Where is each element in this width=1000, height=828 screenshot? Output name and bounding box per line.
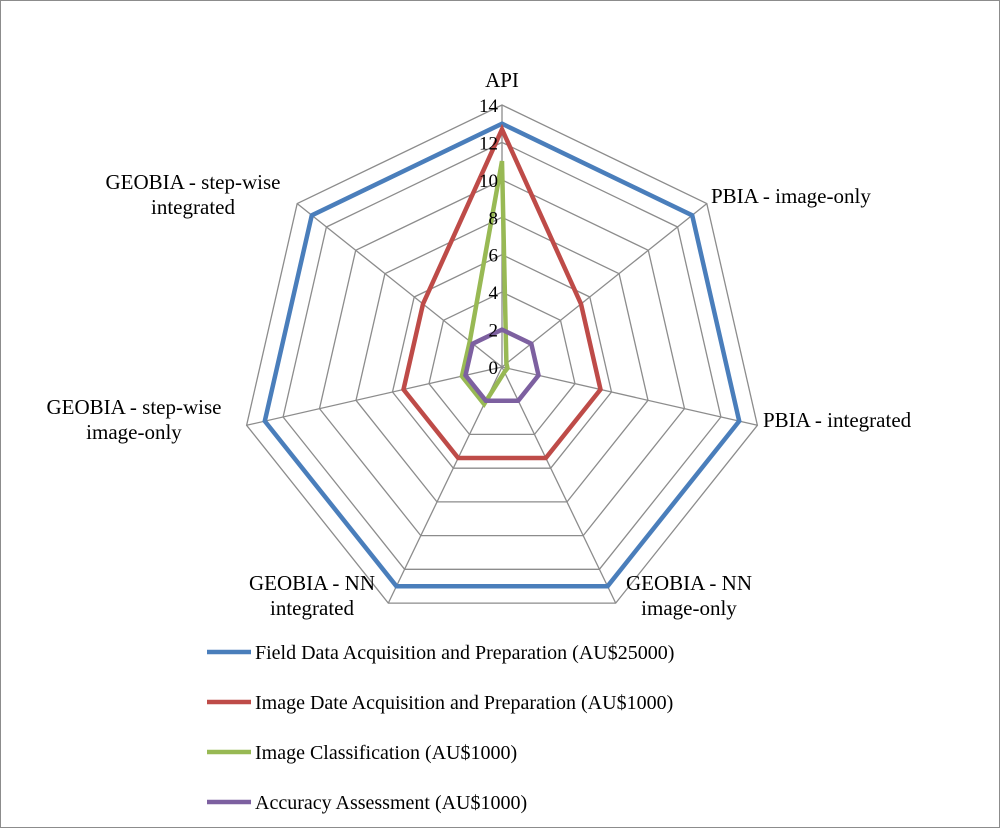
legend-label: Image Date Acquisition and Preparation (…: [255, 692, 673, 714]
axis-label: integrated: [270, 596, 354, 620]
radial-tick-labels: 0 2 4 6 8 10 12 14: [479, 96, 499, 379]
tick-label: 10: [479, 171, 498, 192]
axis-label: PBIA - image-only: [711, 184, 871, 208]
radar-series: [262, 121, 742, 589]
grid-spoke: [501, 203, 708, 368]
axis-label: GEOBIA - step-wise: [47, 395, 222, 419]
grid-ring: [428, 291, 576, 436]
tick-label: 4: [489, 283, 499, 304]
axis-label: integrated: [151, 195, 235, 219]
tick-label: 12: [479, 133, 498, 154]
legend-label: Image Classification (AU$1000): [255, 742, 517, 764]
axis-label: GEOBIA - NN: [249, 571, 375, 595]
tick-label: 6: [489, 246, 499, 267]
series-line: [262, 121, 742, 589]
grid-ring: [391, 253, 613, 469]
axis-label: GEOBIA - step-wise: [106, 170, 281, 194]
grid-ring: [245, 104, 759, 604]
grid-ring: [355, 216, 649, 503]
axis-label: image-only: [86, 420, 182, 444]
legend-label: Field Data Acquisition and Preparation (…: [255, 642, 674, 664]
tick-label: 0: [489, 358, 499, 379]
grid-spoke: [501, 366, 758, 426]
grid-spoke: [501, 366, 617, 604]
legend: Field Data Acquisition and Preparation (…: [207, 642, 674, 814]
tick-label: 8: [489, 208, 499, 229]
axis-label: image-only: [641, 596, 737, 620]
series-line: [459, 160, 510, 408]
axis-label: API: [485, 68, 519, 92]
series-line: [401, 123, 603, 461]
axis-label: PBIA - integrated: [763, 408, 912, 432]
grid-ring: [318, 179, 686, 537]
series-line: [463, 327, 541, 403]
tick-label: 2: [489, 321, 499, 342]
grid-spoke: [246, 366, 503, 426]
tick-label: 14: [479, 96, 499, 117]
grid-ring: [282, 141, 722, 570]
axis-label: GEOBIA - NN: [626, 571, 752, 595]
legend-label: Accuracy Assessment (AU$1000): [255, 792, 527, 814]
